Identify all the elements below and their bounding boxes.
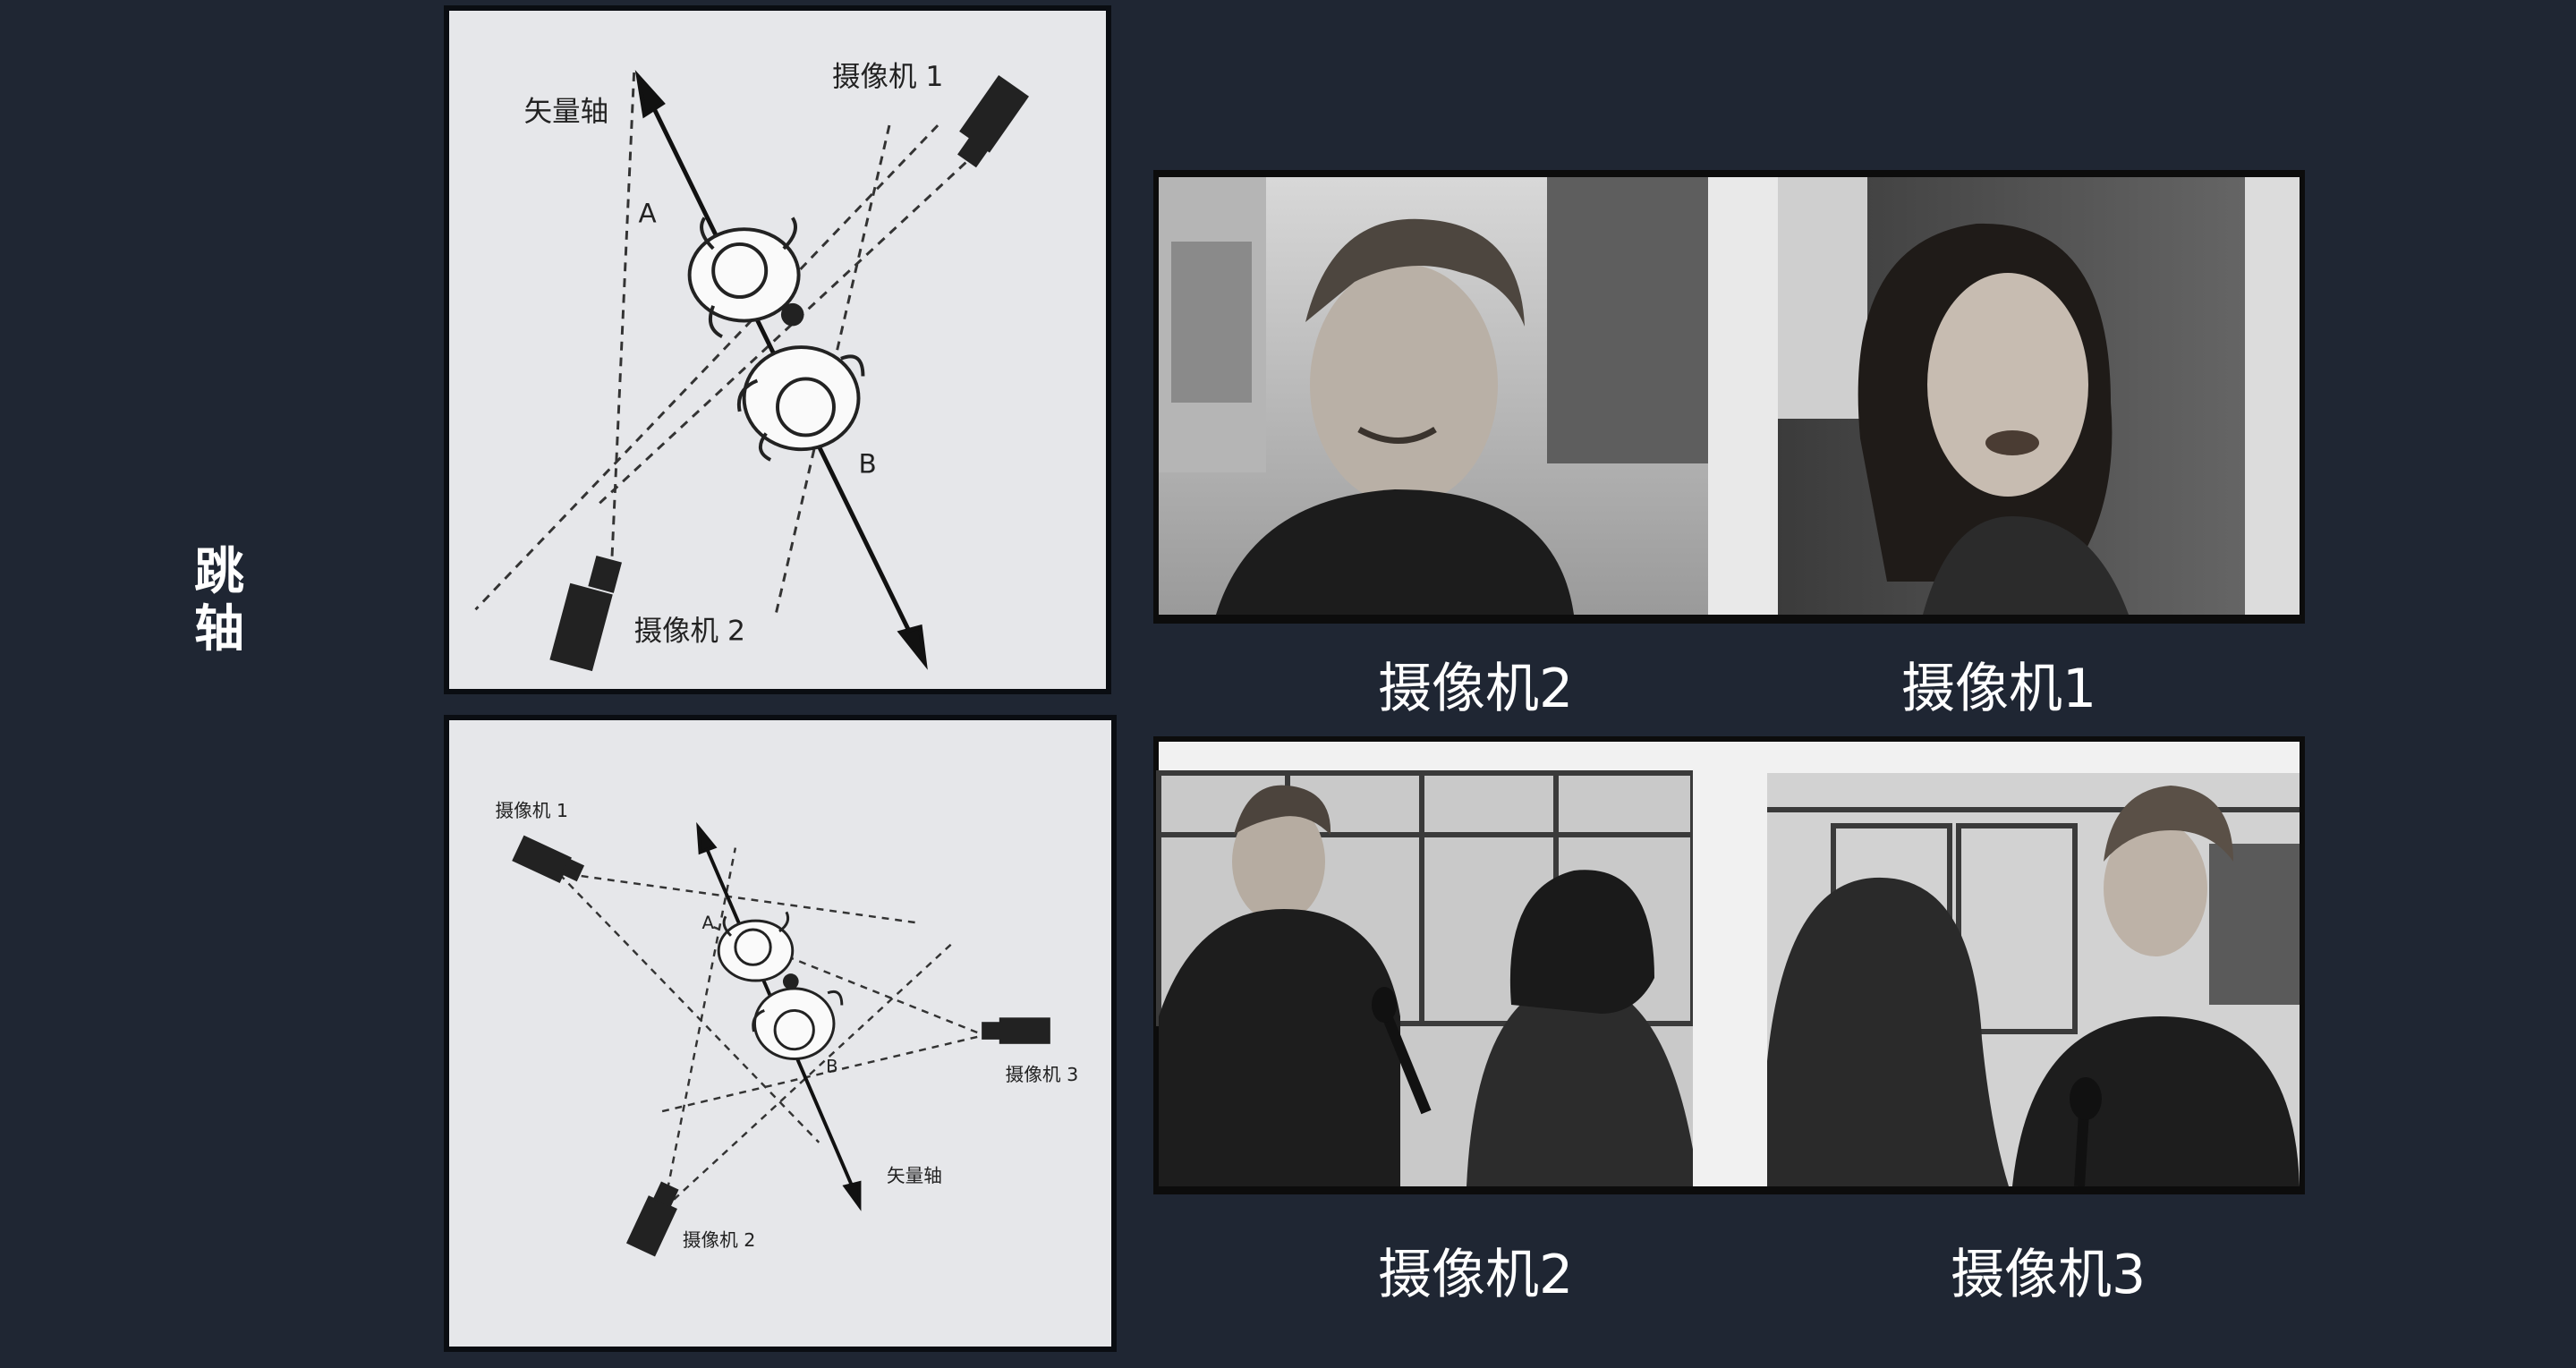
caption-top-left: 摄像机2 bbox=[1378, 658, 1574, 720]
person-b-label: B bbox=[859, 449, 877, 480]
sight-line bbox=[474, 124, 939, 611]
sight-line bbox=[673, 943, 952, 1201]
camera-1-icon bbox=[957, 75, 1029, 168]
vector-axis-label: 矢量轴 bbox=[887, 1165, 942, 1186]
axis-arrow-head bbox=[696, 821, 718, 855]
person-a-label: A bbox=[702, 913, 715, 933]
caption-bottom-right: 摄像机3 bbox=[1951, 1244, 2147, 1306]
photo-strip-bottom-canvas bbox=[1153, 736, 2305, 1194]
axis-arrow-head bbox=[842, 1180, 862, 1211]
caption-bottom-left: 摄像机2 bbox=[1378, 1244, 1574, 1306]
diagram-bottom: 摄像机 1 摄像机 3 摄像机 2 矢量轴 A B bbox=[444, 715, 1117, 1352]
photo-camera-1-woman bbox=[1778, 177, 2300, 615]
person-b-figure bbox=[752, 987, 844, 1060]
diagram-bottom-canvas: 摄像机 1 摄像机 3 摄像机 2 矢量轴 A B bbox=[449, 720, 1111, 1347]
axis-arrow-head bbox=[897, 624, 928, 670]
person-a-figure bbox=[687, 217, 801, 339]
vector-axis-label: 矢量轴 bbox=[524, 96, 608, 128]
person-b-figure bbox=[736, 345, 865, 462]
camera-2-label: 摄像机 2 bbox=[683, 1229, 756, 1251]
camera-2-label: 摄像机 2 bbox=[634, 616, 745, 648]
sight-line bbox=[558, 873, 820, 1143]
camera-3-icon bbox=[982, 1017, 1050, 1044]
person-a-figure bbox=[717, 911, 795, 982]
diagram-top-canvas: 矢量轴 摄像机 1 摄像机 2 A B bbox=[449, 11, 1106, 689]
photo-camera-2-interview bbox=[1156, 770, 1696, 1186]
axis-arrow-head bbox=[634, 70, 666, 119]
caption-top-right: 摄像机1 bbox=[1901, 658, 2097, 720]
photo-camera-3-interview bbox=[1767, 773, 2300, 1187]
sight-line bbox=[773, 124, 891, 619]
sight-line bbox=[598, 150, 979, 506]
camera-1-label: 摄像机 1 bbox=[832, 61, 943, 93]
subject-dot bbox=[780, 302, 804, 327]
camera-1-label: 摄像机 1 bbox=[495, 800, 568, 821]
photo-strip-bottom bbox=[1153, 736, 2305, 1194]
subject-dot bbox=[782, 973, 799, 990]
side-title-text: 跳轴 bbox=[194, 543, 244, 659]
diagram-top: 矢量轴 摄像机 1 摄像机 2 A B bbox=[444, 5, 1111, 694]
photo-strip-top-canvas bbox=[1153, 170, 2305, 624]
person-a-label: A bbox=[639, 198, 657, 228]
photo-camera-2-man bbox=[1159, 177, 1708, 615]
camera-2-icon bbox=[625, 1181, 679, 1257]
sight-line bbox=[660, 1035, 978, 1113]
person-b-label: B bbox=[826, 1056, 838, 1076]
side-title: 跳轴 bbox=[183, 544, 255, 659]
camera-1-icon bbox=[512, 835, 585, 884]
sight-line bbox=[567, 872, 916, 924]
photo-strip-top bbox=[1153, 170, 2305, 624]
sight-line bbox=[610, 72, 636, 557]
camera-3-label: 摄像机 3 bbox=[1006, 1064, 1079, 1085]
camera-2-icon bbox=[549, 555, 622, 672]
